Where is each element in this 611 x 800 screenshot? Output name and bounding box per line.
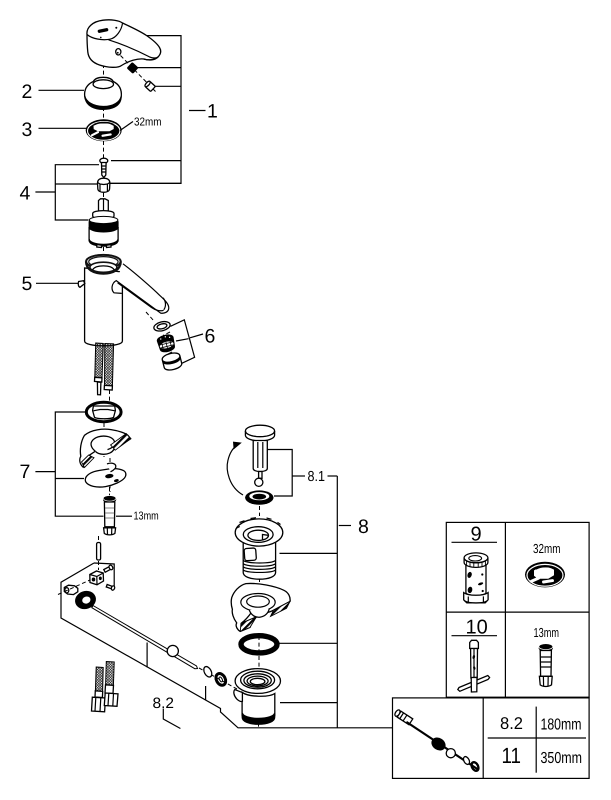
svg-text:2: 2 [22,81,33,103]
svg-text:13mm: 13mm [134,511,159,523]
svg-text:9: 9 [471,524,482,546]
svg-text:1: 1 [207,101,218,123]
svg-text:13mm: 13mm [534,625,560,640]
svg-text:4: 4 [20,183,31,205]
svg-text:11: 11 [502,743,522,768]
svg-text:5: 5 [22,273,33,295]
svg-text:180mm: 180mm [541,717,582,734]
svg-text:32mm: 32mm [533,541,561,556]
svg-text:8.2: 8.2 [153,695,175,712]
svg-text:10: 10 [466,617,488,639]
svg-text:8.2: 8.2 [500,714,523,733]
svg-text:32mm: 32mm [134,116,162,128]
svg-text:3: 3 [22,119,33,141]
svg-text:8.1: 8.1 [308,469,326,485]
svg-text:8: 8 [358,516,369,538]
svg-text:350mm: 350mm [541,750,583,767]
svg-text:6: 6 [205,326,216,348]
svg-text:7: 7 [20,461,31,483]
